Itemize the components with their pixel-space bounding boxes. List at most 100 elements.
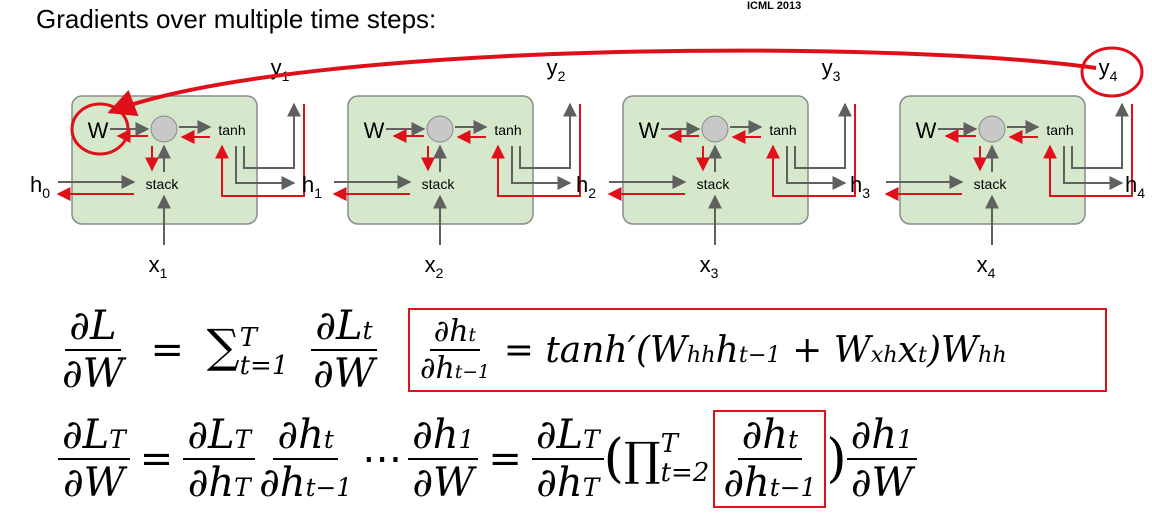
eq2-rhs-sub3: xh <box>870 341 898 368</box>
eq3-f5-num: ∂h <box>741 412 789 458</box>
eq2-rhs-c: + W <box>780 329 871 371</box>
eq2-rhs-e: )W <box>926 329 979 371</box>
eq2-rhs-sub2: t−1 <box>738 341 781 368</box>
cell-3-w-label: W <box>639 118 660 143</box>
frac-dh1-dW: ∂h1 ∂W <box>408 412 479 506</box>
output-label-y1: y1 <box>271 55 290 84</box>
eq1-rhs-den: ∂W <box>313 351 375 397</box>
frac-dLt-dW: ∂Lt ∂W <box>309 305 379 395</box>
eq3-open-paren: ( <box>603 429 624 489</box>
hidden-state-label-h3: h3 <box>850 172 870 201</box>
eq3-f6-den: ∂W <box>850 460 913 506</box>
eq3-f4-num-sub: T <box>583 425 600 454</box>
eq3-f3-num: ∂h <box>412 412 459 458</box>
output-label-y4: y4 <box>1099 55 1118 84</box>
hidden-state-label-h0: h0 <box>30 172 50 201</box>
eq2-rhs-b: h <box>715 329 739 371</box>
cell-1-w-label: W <box>88 118 109 143</box>
eq3-f2-num: ∂h <box>277 412 324 458</box>
cell-3-stack-label: stack <box>697 176 731 192</box>
eq3-lhs-den: ∂W <box>63 460 125 506</box>
eq3-f5-num-sub: t <box>788 425 799 454</box>
eq3-f1-num-sub: T <box>234 425 252 454</box>
eq3-f4-den-sub: T <box>582 473 600 502</box>
cell-3-fwd-y-arrow <box>794 102 852 169</box>
input-label-x2: x2 <box>425 252 444 281</box>
eq3-prod-lower: t=2 <box>660 458 710 488</box>
eq3-prod-upper: T <box>660 429 678 460</box>
eq1-rhs-num-sub: t <box>362 316 373 345</box>
cell-3-tanh-label: tanh <box>769 122 796 138</box>
eq3-f6-num: ∂h <box>850 412 898 458</box>
slide-title: Gradients over multiple time steps: <box>36 4 437 34</box>
eq1-equals: = <box>150 327 185 373</box>
frac-dht-dht-1: ∂ht ∂ht−1 <box>416 313 494 385</box>
eq2-den-sub: t−1 <box>454 362 490 383</box>
eq3-close-paren: ) <box>826 429 847 489</box>
frac-dh1-dW-2: ∂h1 ∂W <box>846 412 917 506</box>
eq2-rhs-sub4: t <box>918 341 927 368</box>
cell-4-fwd-hout-arrow <box>1063 146 1124 190</box>
frac-dht-dht-1-boxed: ∂ht ∂ht−1 <box>713 410 827 508</box>
eq3-lhs-num-sub: T <box>109 425 126 454</box>
gradient-flow-arrow <box>107 48 1097 117</box>
eq3-dots: ⋯ <box>362 436 403 482</box>
frac-dLT-dhT: ∂LT ∂hT <box>183 412 256 506</box>
output-label-y2: y2 <box>547 55 566 84</box>
cell-4-fwd-y-arrow <box>1071 102 1129 169</box>
equation-chain-rule: ∂LT ∂W = ∂LT ∂hT ∂ht ∂ht−1 ⋯ ∂h1 ∂W = ∂L… <box>58 410 917 508</box>
cell-2-w-label: W <box>364 118 385 143</box>
frac-dLT-dhT-2: ∂LT ∂hT <box>531 412 604 506</box>
eq2-rhs-d: x <box>897 329 919 371</box>
cell-4-multiply-node <box>978 115 1006 143</box>
frac-dL-dW: ∂L ∂W <box>58 305 128 395</box>
eq3-f5-den: ∂h <box>723 460 770 506</box>
eq2-num-sub: t <box>468 324 477 346</box>
eq3-f1-num: ∂L <box>187 412 235 458</box>
eq3-f2-den-sub: t−1 <box>305 473 353 502</box>
eq3-prod-symbol: ∏ <box>623 432 661 486</box>
eq3-f1-den: ∂h <box>187 460 235 506</box>
eq2-rhs-sub5: hh <box>978 341 1007 368</box>
eq3-f4-den: ∂h <box>536 460 583 506</box>
eq1-rhs-num: ∂L <box>315 303 363 349</box>
frac-dht-dht-1-chain: ∂ht ∂ht−1 <box>255 414 356 504</box>
eq3-f1-den-sub: T <box>234 473 251 502</box>
eq2-num: ∂h <box>433 313 469 349</box>
eq3-f2-num-sub: t <box>323 425 334 454</box>
eq3-f3-den: ∂W <box>412 460 475 506</box>
cell-1-stack-label: stack <box>146 176 180 192</box>
eq3-f4-num: ∂L <box>535 412 584 458</box>
eq3-equals-1: = <box>139 436 174 482</box>
cell-2-fwd-hout-arrow <box>511 146 572 190</box>
eq3-lhs-num: ∂L <box>62 412 110 458</box>
input-label-x1: x1 <box>149 252 168 281</box>
eq3-f5-den-sub: t−1 <box>769 473 817 502</box>
eq1-sum-upper: T <box>239 322 257 353</box>
cell-4-bwd-out-arrow <box>1043 104 1133 197</box>
cell-1-fwd-hout-arrow <box>235 146 296 190</box>
hidden-state-label-h4: h4 <box>1125 172 1145 201</box>
w1-highlight-circle <box>70 102 130 156</box>
reference-label: ICML 2013 <box>747 0 802 12</box>
frac-dLT-dW: ∂LT ∂W <box>58 414 130 504</box>
cell-4-tanh-label: tanh <box>1046 122 1073 138</box>
cell-3-bwd-out-arrow <box>766 104 856 197</box>
output-label-y3: y3 <box>822 55 841 84</box>
input-label-x4: x4 <box>977 252 996 281</box>
eq1-lhs-num: ∂L <box>69 303 117 349</box>
eq2-rhs-sub1: hh <box>686 341 716 368</box>
eq1-lhs-den: ∂W <box>62 351 124 397</box>
eq3-f3-num-sub: 1 <box>458 425 475 454</box>
hidden-state-label-h2: h2 <box>576 172 596 201</box>
equation-jacobian-box: ∂ht ∂ht−1 = tanh′(Whhht−1 + Wxhxt)Whh <box>408 308 1107 392</box>
cell-2-stack-label: stack <box>422 176 456 192</box>
cell-1-tanh-label: tanh <box>218 122 245 138</box>
cell-4-w-label: W <box>916 118 937 143</box>
cell-1-bwd-out-arrow <box>215 104 305 197</box>
cell-1-fwd-y-arrow <box>243 102 301 169</box>
eq3-f6-num-sub: 1 <box>897 425 913 454</box>
input-label-x3: x3 <box>700 252 719 281</box>
